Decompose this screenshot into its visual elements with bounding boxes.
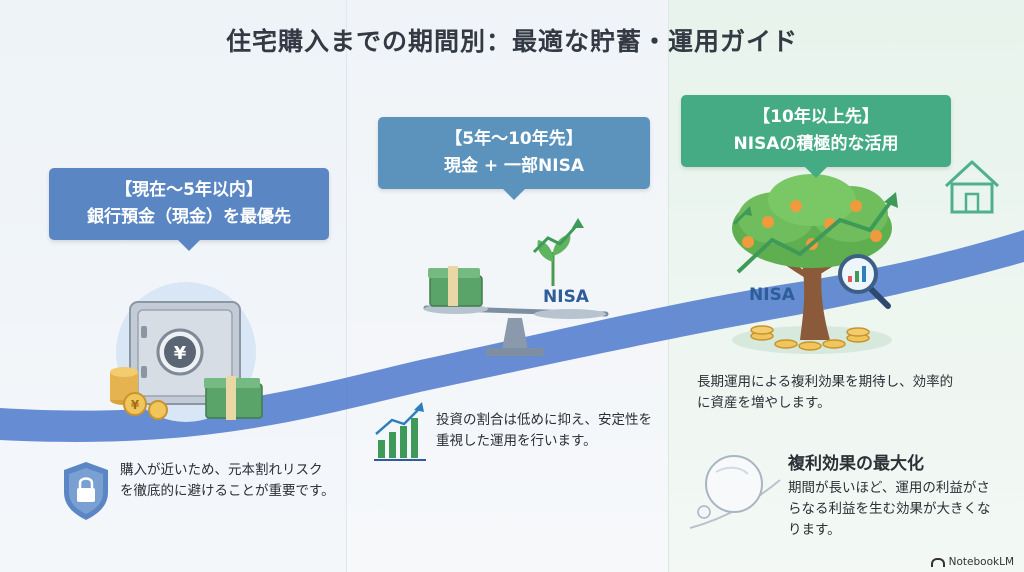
stage-3-heading: 【10年以上先】 NISAの積極的な活用 xyxy=(681,95,951,178)
tree-growth-arrow-icon xyxy=(732,192,898,274)
stage-2-heading: 【5年〜10年先】 現金 + 一部NISA xyxy=(378,117,650,200)
tree-nisa-label: NISA xyxy=(749,285,796,305)
magnifier-icon xyxy=(838,254,891,309)
stage-2-description: 投資の割合は低めに抑え、安定性を重視した運用を行います。 xyxy=(436,412,652,449)
stage-3-heading-line2: NISAの積極的な活用 xyxy=(733,134,899,154)
stage-2-heading-line1: 【5年〜10年先】 xyxy=(445,129,583,149)
coin-yen-symbol: ¥ xyxy=(131,398,140,412)
snowball-icon xyxy=(689,455,781,529)
scale-nisa-label: NISA xyxy=(543,287,590,307)
stage-2-heading-line2: 現金 + 一部NISA xyxy=(443,156,585,176)
brand-label: NotebookLM xyxy=(948,556,1014,568)
shield-lock-icon xyxy=(64,462,108,520)
growth-path xyxy=(0,230,1024,442)
stage-3-heading-line1: 【10年以上先】 xyxy=(753,107,879,127)
stage-1-heading: 【現在〜5年以内】 銀行預金（現金）を最優先 xyxy=(49,168,329,251)
stage-1-description: 購入が近いため、元本割れリスクを徹底的に避けることが重要です。 xyxy=(120,462,335,499)
house-icon xyxy=(944,160,1000,214)
bar-chart-icon xyxy=(374,402,426,461)
yen-symbol: ¥ xyxy=(174,343,187,364)
tree-coins-icon xyxy=(750,325,870,351)
stage-1-heading-line2: 銀行預金（現金）を最優先 xyxy=(87,207,291,227)
compound-effect-heading: 複利効果の最大化 xyxy=(788,454,924,474)
cash-bundle-icon xyxy=(204,376,263,420)
compound-effect-description: 期間が長いほど、運用の利益がさらなる利益を生む効果が大きくなります。 xyxy=(788,480,991,538)
growth-arrow-icon xyxy=(532,218,584,254)
balance-scale-icon xyxy=(423,266,609,356)
page-title: 住宅購入までの期間別：最適な貯蓄・運用ガイド xyxy=(225,27,798,56)
coin-stack-icon: ¥ xyxy=(110,367,168,420)
stage-2-panel xyxy=(346,0,669,572)
notebooklm-logo-icon xyxy=(930,557,945,567)
brand-mark: NotebookLM xyxy=(930,556,1014,568)
stage-1-heading-line1: 【現在〜5年以内】 xyxy=(115,180,263,200)
stage-3-description: 長期運用による複利効果を期待し、効率的に資産を増やします。 xyxy=(697,374,954,411)
